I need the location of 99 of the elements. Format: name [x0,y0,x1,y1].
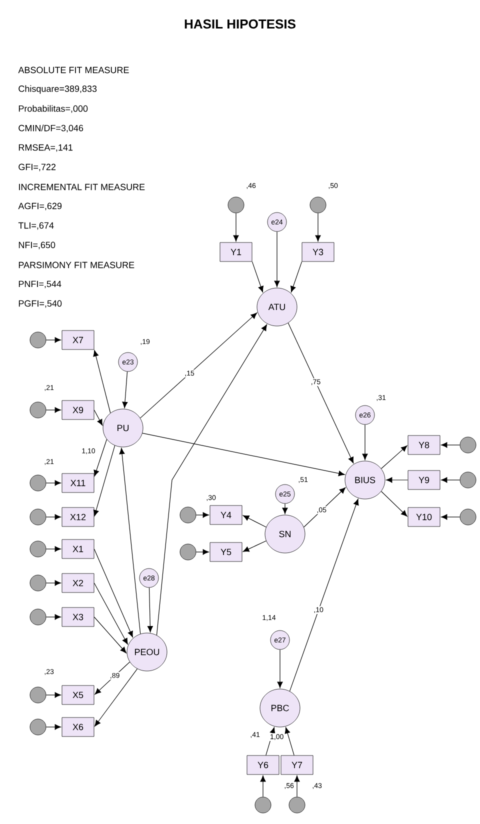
indicator-box: X6 [62,717,94,737]
arrow [46,580,61,586]
fit-measure-text: TLI=,674 [18,222,54,230]
arrow [94,668,138,726]
arrow [196,512,210,518]
residual-circle [30,718,46,736]
fit-measure-text: NFI=,650 [18,242,56,250]
arrow [441,442,460,448]
residual-circle [254,796,272,814]
indicator-box: Y8 [408,435,440,455]
arrow [441,477,460,483]
indicator-box: Y9 [408,470,440,490]
arrow [142,432,345,476]
residual-circle [30,574,46,592]
indicator-box: X3 [62,607,94,627]
arrow [284,727,294,756]
indicator-box: X11 [62,473,94,493]
arrow [46,546,61,552]
arrow [288,322,354,464]
arrow [119,448,141,634]
indicator-box: Y1 [220,242,252,262]
arrow [233,212,239,242]
arrow [94,548,133,638]
indicator-box: X9 [62,400,94,420]
fit-measure-text: GFI=,722 [18,164,56,172]
arrow [46,514,61,520]
residual-circle [460,508,476,526]
arrow [46,614,61,620]
fit-measure-text: RMSEA=,141 [18,144,73,152]
arrow [242,540,266,552]
arrow [94,582,128,644]
arrow [46,724,61,730]
indicator-box: X12 [62,507,94,527]
indicator-box: X7 [62,330,94,350]
fit-measure-text: Probabilitas=,000 [18,105,88,113]
arrow [94,439,108,476]
arrow [304,487,346,528]
residual-circle [180,544,196,560]
arrow [252,261,264,292]
arrow [282,503,288,514]
arrow [140,312,258,418]
arrow [196,549,210,555]
indicator-box: X2 [62,573,94,593]
residual-circle [460,436,476,454]
indicator-box: Y10 [408,507,440,527]
arrow [242,515,266,528]
arrow [277,649,283,688]
fit-measure-text: INCREMENTAL FIT MEASURE [19,184,145,190]
arrow [380,445,408,469]
arrow [274,231,280,287]
fit-measure-text: AGFI=,629 [18,202,62,210]
arrow [46,480,61,486]
fit-measure-text: Chisquare=389,833 [18,85,97,94]
indicator-box: Y6 [246,755,280,775]
arrow [46,692,61,698]
arrow [94,662,130,695]
fit-measure-text: PNFI=,544 [18,280,62,288]
arrow [260,776,266,798]
arrow [294,776,300,798]
residual-circle [30,402,46,418]
arrow [380,491,408,517]
indicator-box: Y7 [280,755,314,775]
fit-measure-text: ABSOLUTE FIT MEASURE [18,66,129,74]
arrow [122,371,128,408]
arrow [94,616,126,654]
arrow [362,424,368,460]
arrow [290,261,302,292]
arrow [386,477,408,483]
indicator-box: Y4 [210,505,242,525]
title: HASIL HIPOTESIS [184,19,296,29]
fit-measure-text: PGFI=,540 [18,300,62,308]
indicator-box: Y3 [302,242,334,262]
residual-circle [228,196,244,214]
fit-measure-text: PARSIMONY FIT MEASURE [18,262,134,268]
indicator-box: X5 [62,685,94,705]
residual-circle [30,540,46,558]
arrow [156,324,268,636]
residual-circle [30,474,46,492]
arrow [441,514,460,520]
arrow [289,498,359,692]
residual-circle [310,196,326,214]
arrow [93,445,116,516]
arrow [266,727,276,756]
residual-circle [30,332,46,348]
residual-circle [460,472,476,488]
residual-circle [180,506,196,524]
arrow [315,212,321,242]
arrow [94,410,103,426]
residual-circle [30,608,46,626]
arrow [46,407,61,413]
residual-circle [30,686,46,704]
residual-circle [30,508,46,526]
arrow [46,337,61,343]
arrow [93,350,111,414]
residual-circle [288,796,306,814]
indicator-box: Y5 [210,542,242,562]
fit-measure-text: CMIN/DF=3,046 [18,124,84,132]
arrow [147,587,153,632]
indicator-box: X1 [62,539,94,559]
